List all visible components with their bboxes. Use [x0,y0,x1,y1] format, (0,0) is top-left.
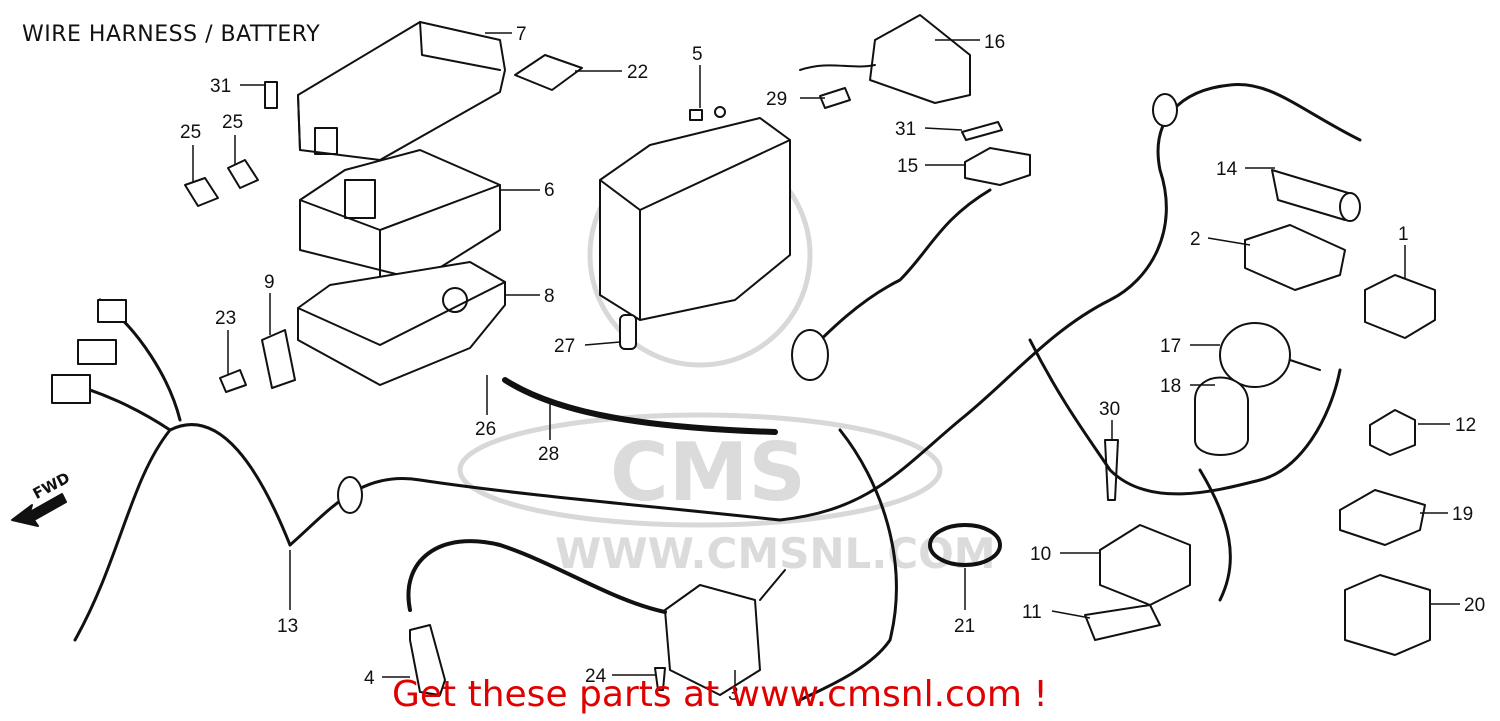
callout-20: 20 [1464,595,1485,616]
bolt-29 [819,87,851,109]
callout-13: 13 [277,616,298,637]
battery-stay [261,329,296,389]
watermark-logo-text: CMS [610,426,806,519]
harness-connector-left-2 [77,339,117,365]
spark-plug-cap [409,624,446,696]
connector-19 [1339,489,1426,546]
callout-22: 22 [627,62,648,83]
callout-25-left: 25 [180,122,201,143]
callout-26: 26 [475,419,496,440]
callout-17: 17 [1160,336,1181,357]
callout-23: 23 [215,308,236,329]
fuse-31-right [961,121,1003,141]
callout-4: 4 [364,668,375,689]
regulator-rectifier [1099,524,1191,606]
callout-29: 29 [766,89,787,110]
grommet-25-left [184,177,219,207]
battery-case-cover [297,21,506,161]
harness-grommet-left [337,476,363,514]
battery-breather-tube [502,377,778,435]
footer-promo-link[interactable]: Get these parts at www.cmsnl.com ! [392,674,1048,715]
battery [599,106,791,321]
callout-24: 24 [585,666,607,687]
callout-1: 1 [1398,224,1409,245]
callout-10: 10 [1030,544,1051,565]
callout-21: 21 [954,616,975,637]
caution-label [514,54,583,91]
battery-breather-cap [619,314,637,350]
callout-8: 8 [544,286,555,307]
callout-6: 6 [544,180,555,201]
callout-31-right: 31 [895,119,916,140]
callout-25-right: 25 [222,112,243,133]
callout-14: 14 [1216,159,1238,180]
battery-case [299,149,501,281]
protective-tube [1271,169,1361,222]
callout-2: 2 [1190,229,1201,250]
connector-20 [1344,574,1431,656]
callout-9: 9 [264,272,275,293]
callout-7: 7 [516,24,527,45]
harness-connector-left-1 [51,374,91,404]
condenser [1219,322,1321,388]
callout-5: 5 [692,44,703,65]
connector-1 [1364,274,1436,339]
diagram-title: WIRE HARNESS / BATTERY [22,22,321,47]
ignition-coil [406,539,786,696]
callout-18: 18 [1160,376,1181,397]
callout-19: 19 [1452,504,1473,525]
battery-case-tray [297,261,506,386]
fuse-31-left [264,81,278,109]
callout-31-left: 31 [210,76,231,97]
condenser-band [1194,376,1249,456]
harness-grommet-center [791,329,829,381]
callout-30: 30 [1099,399,1120,420]
grommet-21 [928,523,1002,567]
callout-16: 16 [984,32,1005,53]
connector-12 [1369,409,1416,456]
forward-arrow-icon [11,493,67,527]
cms-watermark: CMS WWW.CMSNL.COM [457,142,996,578]
bolt-23 [219,369,247,393]
regulator-stay [1084,604,1161,641]
fuse-holder [799,14,971,104]
callout-11: 11 [1022,602,1042,623]
callout-labels: 7 22 5 16 29 31 31 25 25 6 15 14 2 1 9 8… [180,24,1485,705]
harness-connector-left-3 [97,299,127,323]
leader-lines [192,32,1460,690]
harness-grommet-top [1152,93,1178,127]
flasher-relay [1244,224,1346,291]
callout-12: 12 [1455,415,1476,436]
bolt-24 [654,667,666,691]
callout-28: 28 [538,444,559,465]
grommet-25-right [227,159,259,189]
callout-15: 15 [897,156,918,177]
callout-27: 27 [554,336,575,357]
fuse-box-15 [964,147,1031,186]
watermark-url-text: WWW.CMSNL.COM [555,529,996,578]
callout-3: 3 [728,684,739,705]
